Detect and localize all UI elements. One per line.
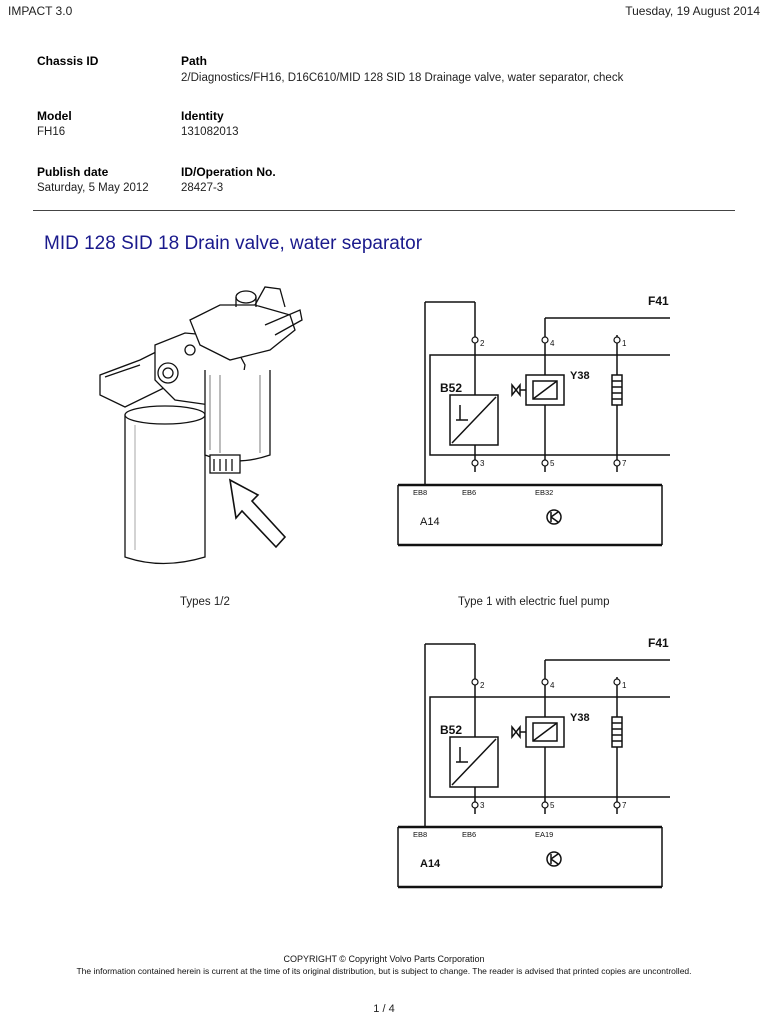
pin-bottom-3: 3 bbox=[480, 801, 485, 810]
pin-top-1: 1 bbox=[622, 339, 627, 348]
path-value: 2/Diagnostics/FH16, D16C610/MID 128 SID … bbox=[181, 72, 624, 84]
connector-1: EB8 bbox=[413, 488, 427, 497]
unit-label: A14 bbox=[420, 516, 440, 528]
page-title: MID 128 SID 18 Drain valve, water separa… bbox=[44, 233, 423, 254]
path-label: Path bbox=[181, 54, 208, 68]
fuse-label: F41 bbox=[648, 294, 669, 308]
valve-label: Y38 bbox=[570, 370, 590, 382]
identity-value: 131082013 bbox=[181, 126, 239, 138]
wiring-diagram-2: F41 2 4 1 3 5 7 B52 Y38 A14 EB8 EB6 EA19 bbox=[397, 636, 670, 889]
identity-label: Identity bbox=[181, 109, 224, 123]
water-separator-illustration bbox=[99, 286, 303, 565]
pin-top-1: 1 bbox=[622, 681, 627, 690]
fuse-label: F41 bbox=[648, 636, 669, 650]
print-date: Tuesday, 19 August 2014 bbox=[625, 4, 760, 18]
copyright-line: COPYRIGHT © Copyright Volvo Parts Corpor… bbox=[283, 954, 485, 964]
app-name: IMPACT 3.0 bbox=[8, 4, 73, 18]
pin-bottom-7: 7 bbox=[622, 801, 627, 810]
unit-label: A14 bbox=[420, 858, 441, 870]
publish-date-label: Publish date bbox=[37, 165, 109, 179]
valve-label: Y38 bbox=[570, 712, 590, 724]
pin-bottom-5: 5 bbox=[550, 801, 555, 810]
pin-top-2: 2 bbox=[480, 681, 485, 690]
pin-bottom-5: 5 bbox=[550, 459, 555, 468]
connector-1: EB8 bbox=[413, 830, 427, 839]
model-label: Model bbox=[37, 109, 72, 123]
connector-3: EA19 bbox=[535, 830, 553, 839]
pin-top-4: 4 bbox=[550, 681, 555, 690]
model-value: FH16 bbox=[37, 126, 66, 138]
connector-3: EB32 bbox=[535, 488, 553, 497]
connector-2: EB6 bbox=[462, 830, 476, 839]
connector-2: EB6 bbox=[462, 488, 476, 497]
caption-types: Types 1/2 bbox=[180, 596, 230, 608]
caption-electric-pump: Type 1 with electric fuel pump bbox=[458, 596, 610, 608]
pin-bottom-3: 3 bbox=[480, 459, 485, 468]
sensor-label: B52 bbox=[440, 723, 462, 737]
pin-top-4: 4 bbox=[550, 339, 555, 348]
operation-label: ID/Operation No. bbox=[181, 165, 276, 179]
pin-top-2: 2 bbox=[480, 339, 485, 348]
publish-date-value: Saturday, 5 May 2012 bbox=[37, 182, 149, 194]
pin-bottom-7: 7 bbox=[622, 459, 627, 468]
header-divider bbox=[33, 210, 735, 211]
copyright-notice: The information contained herein is curr… bbox=[76, 966, 692, 976]
sensor-label: B52 bbox=[440, 381, 462, 395]
chassis-id-label: Chassis ID bbox=[37, 54, 99, 68]
wiring-diagram-1: F41 2 4 1 3 5 7 B52 Y38 A14 EB8 EB6 EB32 bbox=[397, 294, 670, 547]
operation-value: 28427-3 bbox=[181, 182, 224, 194]
page-number: 1 / 4 bbox=[373, 1003, 395, 1015]
